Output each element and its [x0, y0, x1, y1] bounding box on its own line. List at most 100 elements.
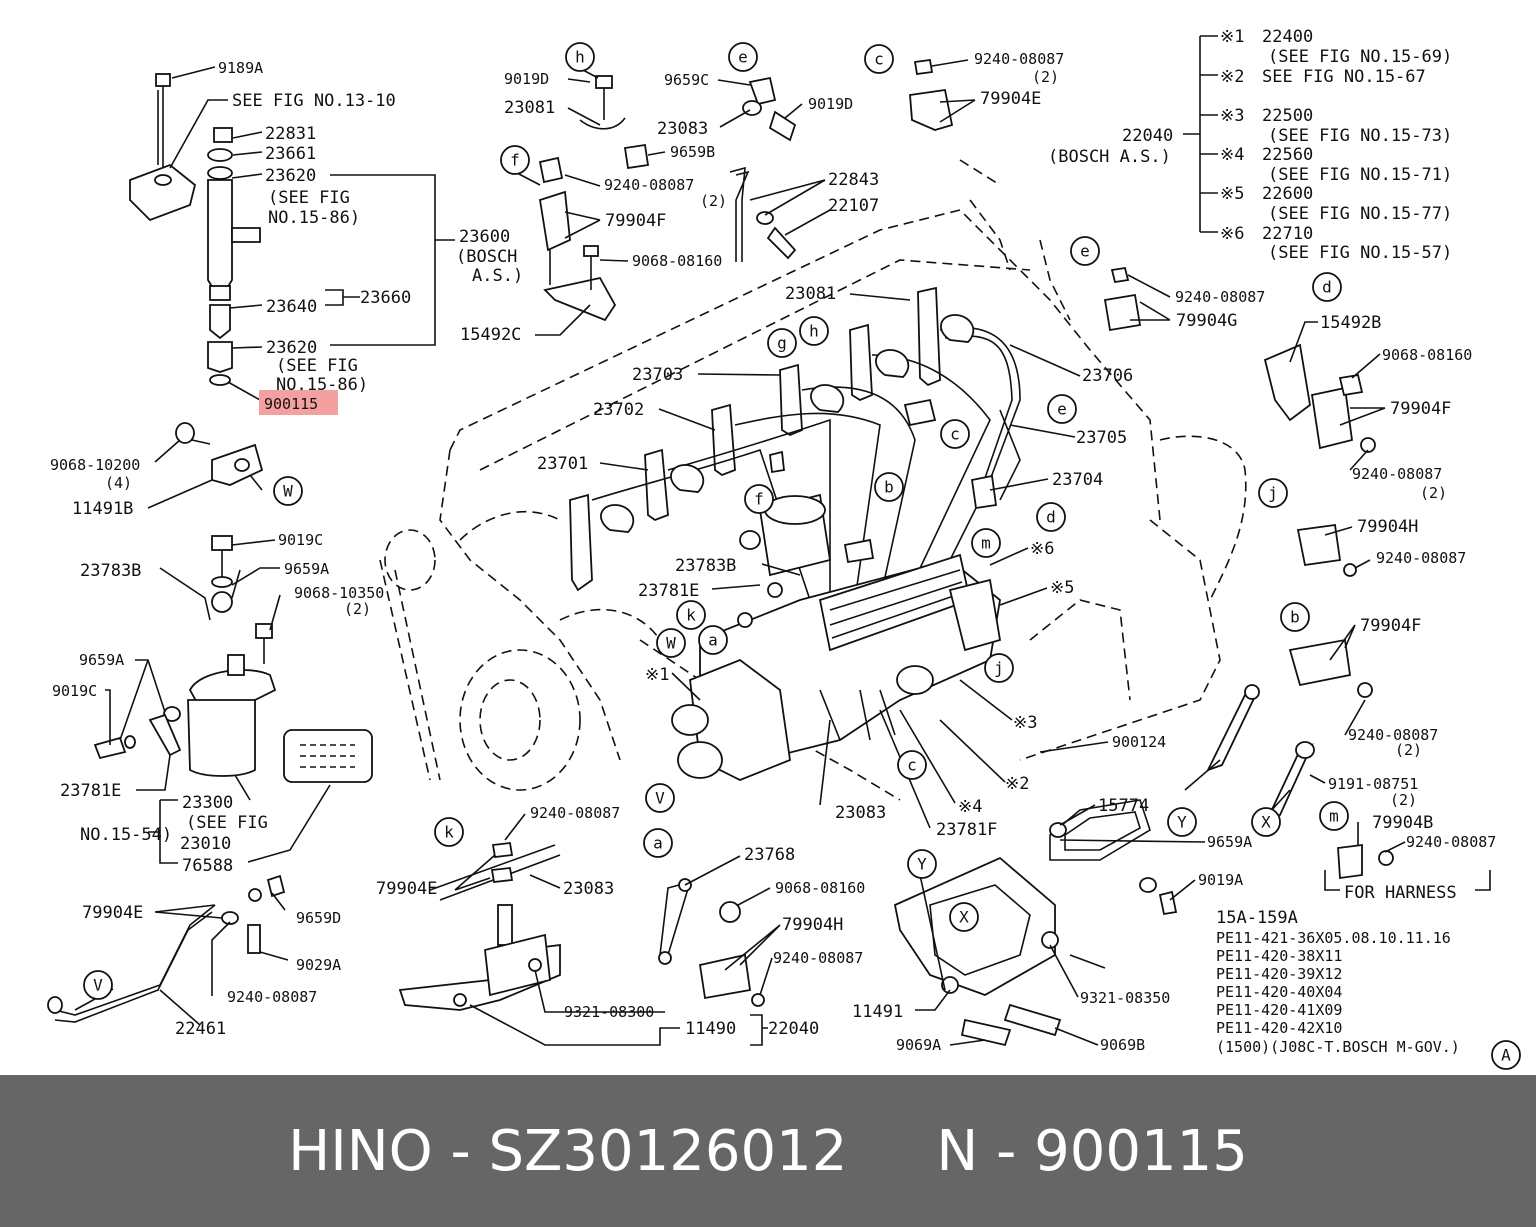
table-ref: (SEE FIG NO.15-73)	[1268, 126, 1452, 146]
part-label: ※4	[958, 797, 982, 817]
table-ref: 22500	[1262, 106, 1313, 126]
part-label: 79904E	[376, 879, 437, 899]
part-label: 9068-08160	[775, 879, 865, 897]
table-ref: 22400	[1262, 27, 1313, 47]
part-label: 9240-08087	[773, 949, 863, 967]
svg-text:V: V	[93, 976, 103, 995]
table-ref: (SEE FIG NO.15-57)	[1268, 243, 1452, 263]
callout-k: k	[434, 817, 464, 847]
part-label: 79904F	[605, 211, 666, 231]
highlight-box	[259, 390, 338, 415]
table-ref: ※6	[1220, 224, 1244, 244]
part-label: (4)	[105, 474, 132, 492]
callout-c: c	[940, 419, 970, 449]
part-label: NO.15-86)	[268, 208, 360, 228]
part-label: 23081	[785, 284, 836, 304]
part-label: (2)	[700, 192, 727, 210]
callout-k: k	[676, 600, 706, 630]
callout-circles: h e c f e d h g e c b f d m k a W j c V …	[83, 42, 1521, 1070]
svg-text:j: j	[994, 659, 1004, 678]
part-label: 15492B	[1320, 313, 1381, 333]
part-label: ※2	[1005, 774, 1029, 794]
part-label: 900124	[1112, 733, 1166, 751]
svg-text:h: h	[809, 322, 819, 341]
part-label: 9019C	[52, 682, 97, 700]
part-label: 79904B	[1372, 813, 1433, 833]
part-label: 9069B	[1100, 1036, 1145, 1054]
part-label: 9240-08087	[1175, 288, 1265, 306]
part-label: 9240-08087	[1376, 549, 1466, 567]
svg-text:k: k	[686, 606, 696, 625]
table-ref: SEE FIG NO.15-67	[1262, 67, 1426, 87]
part-label: 9240-08087	[1406, 833, 1496, 851]
callout-X: X	[949, 902, 979, 932]
callout-e: e	[1070, 236, 1100, 266]
table-ref: 22710	[1262, 224, 1313, 244]
model-note: (1500)(J08C-T.BOSCH M-GOV.)	[1216, 1038, 1460, 1056]
part-label: 9240-08087	[1348, 726, 1438, 744]
callout-e: e	[728, 42, 758, 72]
callout-f: f	[744, 484, 774, 514]
part-label: 11490	[685, 1019, 736, 1039]
svg-text:c: c	[950, 425, 960, 444]
part-label: 15774	[1098, 796, 1149, 816]
part-label: ※5	[1050, 578, 1074, 598]
part-label: 9029A	[296, 956, 341, 974]
callout-j: j	[984, 653, 1014, 683]
svg-text:j: j	[1268, 484, 1278, 503]
part-label: 9068-08160	[1382, 346, 1472, 364]
model-note: PE11-420-42X10	[1216, 1019, 1342, 1037]
part-label: 23768	[744, 845, 795, 865]
part-label: (2)	[1390, 791, 1417, 809]
callout-Y: Y	[907, 849, 937, 879]
svg-text:g: g	[777, 334, 787, 353]
callout-h: h	[565, 42, 595, 72]
part-label: 9321-08300	[564, 1003, 654, 1021]
part-label: 22831	[265, 124, 316, 144]
svg-text:c: c	[874, 50, 884, 69]
part-label: 79904G	[1176, 311, 1237, 331]
part-label: 9019D	[808, 95, 853, 113]
part-label: ※3	[1013, 713, 1037, 733]
part-label: 22461	[175, 1019, 226, 1039]
svg-text:k: k	[444, 823, 454, 842]
callout-g: g	[767, 328, 797, 358]
table-ref: (SEE FIG NO.15-69)	[1268, 47, 1452, 67]
part-label: 9659A	[1207, 833, 1252, 851]
part-label: 22107	[828, 196, 879, 216]
part-label: 9659C	[664, 71, 709, 89]
highlighted-part-label: 900115	[264, 395, 318, 413]
part-label: 15492C	[460, 325, 521, 345]
callout-A: A	[1491, 1040, 1521, 1070]
diagram-canvas: 9189A SEE FIG NO.13-10 22831 23661 23620…	[47, 27, 1521, 1070]
callout-b: b	[874, 472, 904, 502]
parts-diagram: 9189A SEE FIG NO.13-10 22831 23661 23620…	[47, 27, 1521, 1070]
svg-text:h: h	[575, 48, 585, 67]
part-label: (BOSCH	[456, 247, 517, 267]
callout-d: d	[1312, 272, 1342, 302]
svg-text:Y: Y	[917, 855, 927, 874]
part-label: ※6	[1030, 539, 1054, 559]
part-label: 9068-10200	[50, 456, 140, 474]
part-label: 23783B	[675, 556, 736, 576]
part-label: ※1	[645, 665, 669, 685]
part-label: 76588	[182, 856, 233, 876]
callout-V: V	[645, 783, 675, 813]
part-label: 23783B	[80, 561, 141, 581]
part-label: 23703	[632, 365, 683, 385]
part-label: 9659D	[296, 909, 341, 927]
part-label: 23781E	[60, 781, 121, 801]
svg-text:d: d	[1322, 278, 1332, 297]
part-label: 9019D	[504, 70, 549, 88]
svg-text:X: X	[959, 908, 969, 927]
part-label: 9240-08087	[227, 988, 317, 1006]
part-label: 9240-08087	[974, 50, 1064, 68]
part-label: 22040	[768, 1019, 819, 1039]
part-label: 23620	[266, 338, 317, 358]
model-note: PE11-420-41X09	[1216, 1001, 1342, 1019]
svg-text:f: f	[510, 151, 520, 170]
part-label: 79904E	[980, 89, 1041, 109]
footer-bar: HINO - SZ30126012 N - 900115	[0, 1075, 1536, 1227]
part-label: FOR HARNESS	[1344, 883, 1457, 903]
part-label: 9068-10350	[294, 584, 384, 602]
